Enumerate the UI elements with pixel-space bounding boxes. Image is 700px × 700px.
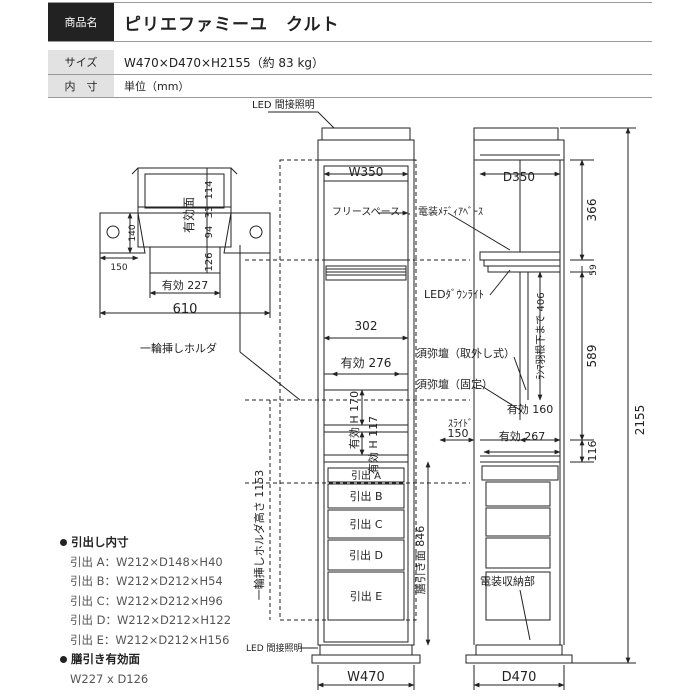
shelf-406-label: ﾗﾝﾏ羽根下まで 406 — [534, 292, 547, 379]
drawer-e-label: 引出 E — [350, 589, 382, 603]
top-effective-area-label: 有効面 — [181, 197, 196, 233]
top-dim-33: 33 — [204, 206, 215, 219]
side-dim-589: 589 — [585, 345, 599, 368]
side-dim-eff160: 有効 160 — [507, 402, 554, 416]
top-dim-140: 140 — [128, 224, 138, 241]
sumi-fixed-label: 須弥壇（固定） — [416, 377, 493, 391]
holder-label: 一輪挿しホルダ — [140, 341, 217, 355]
legend-title-drawers: 引出し内寸 — [71, 535, 129, 549]
legend-item: 引出 E：W212×D212×H156 — [70, 632, 230, 647]
side-dim-d350: D350 — [503, 170, 535, 184]
unit-row: 内 寸 単位（mm） — [48, 75, 652, 98]
top-dim-eff227: 有効 227 — [162, 278, 209, 292]
led-top-label: LED 間接照明 — [252, 98, 315, 111]
drawer-c-label: 引出 C — [349, 517, 382, 531]
front-dim-effh170: 有効 H 170 — [347, 391, 361, 449]
top-dim-610: 610 — [173, 302, 198, 317]
top-dim-150: 150 — [110, 263, 127, 273]
side-dim-d470: D470 — [502, 670, 537, 685]
unit-label: 内 寸 — [48, 75, 114, 97]
legend-item: 引出 C：W212×D212×H96 — [70, 593, 223, 608]
front-dim-w350: W350 — [349, 165, 384, 179]
front-dim-302: 302 — [355, 319, 378, 333]
size-row: サイズ W470×D470×H2155（約 83 kg） — [48, 50, 652, 75]
top-view — [99, 167, 271, 318]
product-name-row: 商品名 ピリエファミーユ クルト — [48, 2, 652, 42]
led-bottom-label: LED 間接照明 — [246, 642, 303, 654]
side-dim-eff267: 有効 267 — [499, 429, 546, 443]
drawer-face-846-label: 膳引き面 846 — [413, 526, 427, 595]
unit-value: 単位（mm） — [124, 80, 190, 93]
top-dim-94: 94 — [204, 226, 215, 239]
front-dim-w470: W470 — [347, 670, 385, 685]
product-name-label: 商品名 — [48, 3, 114, 41]
side-dim-116: 116 — [586, 441, 599, 462]
bullet-icon — [60, 656, 67, 663]
drawer-a-label: 引出 A — [351, 469, 381, 482]
drawer-dimensions-legend: 引出し内寸 引出 A：W212×D148×H40 引出 B：W212×D212×… — [60, 533, 231, 689]
top-dim-126: 126 — [204, 252, 215, 271]
drawer-b-label: 引出 B — [349, 489, 382, 503]
front-dim-eff276: 有効 276 — [341, 355, 392, 370]
side-dim-150: 150 — [448, 427, 469, 440]
top-dim-114: 114 — [204, 180, 215, 199]
legend-item: 引出 B：W212×D212×H54 — [70, 574, 223, 588]
side-dim-2155: 2155 — [633, 405, 647, 436]
size-value: W470×D470×H2155（約 83 kg） — [124, 55, 325, 70]
led-downlight-label: LEDﾀﾞｳﾝﾗｲﾄ — [424, 288, 484, 301]
slide-label: ｽﾗｲﾄﾞ — [448, 418, 473, 430]
sumi-removable-label: 須弥壇（取外し式） — [416, 346, 515, 360]
legend-title-tray: 膳引き有効面 — [71, 652, 140, 666]
electric-storage-label: 電装収納部 — [480, 574, 535, 588]
product-name-value: ピリエファミーユ クルト — [124, 14, 340, 35]
bullet-icon — [60, 539, 67, 546]
drawer-d-label: 引出 D — [349, 548, 383, 562]
front-view — [239, 111, 470, 690]
holder-height-label: 一輪挿しホルダ高さ 1153 — [252, 470, 266, 601]
front-dim-effh117: 有効 H 117 — [366, 416, 380, 474]
legend-item-tray: W227 x D126 — [70, 671, 149, 686]
side-dim-59: 59 — [589, 264, 599, 276]
free-space-label: フリースペース — [332, 207, 400, 218]
electric-media-base-label: 電装ﾒﾃﾞｨｱﾍﾞｰｽ — [418, 205, 483, 218]
legend-item: 引出 D：W212×D212×H122 — [70, 613, 232, 627]
side-view — [425, 127, 636, 690]
legend-item: 引出 A：W212×D148×H40 — [70, 554, 223, 569]
side-dim-366: 366 — [585, 199, 599, 222]
size-label: サイズ — [48, 50, 114, 74]
